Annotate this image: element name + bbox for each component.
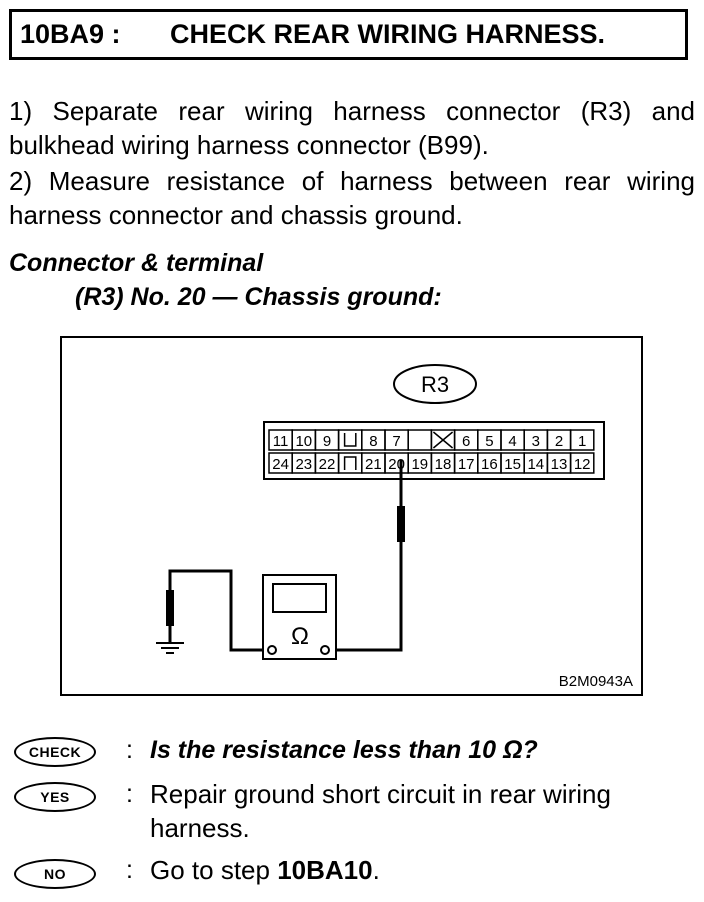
connector-blocked-pin [432,431,454,449]
connector-pin-label: 12 [574,456,591,473]
ohmmeter-terminal-left [267,645,277,655]
connector-pin-label: 6 [462,433,470,450]
connector-pin-cell [569,452,595,474]
connector-pin-cell [569,429,595,451]
instruction-step-2: 2) Measure resistance of harness between… [9,166,695,230]
check-question: Is the resistance less than 10 Ω? [150,736,538,764]
connector-pin-label: 17 [458,456,475,473]
connector-pin-label: 2 [555,433,563,450]
no-text-step: 10BA10 [277,855,373,885]
ohmmeter-terminal-right [320,645,330,655]
ohmmeter-display [272,583,327,613]
connector-pin-label: 22 [319,456,336,473]
no-badge: NO [14,859,96,889]
connector-key-bottom [343,456,357,470]
connector-pin-label: 19 [411,456,428,473]
check-colon: : [126,736,133,764]
connector-pin-label: 15 [504,456,521,473]
connector-pin-label: 23 [295,456,312,473]
spec-label: Connector & terminal [9,249,264,277]
yes-badge: YES [14,782,96,812]
connector-pin-label: 11 [273,433,289,450]
connector-pin-label: 16 [481,456,498,473]
connector-pin-label: 13 [551,456,568,473]
yes-text-line1: Repair ground short circuit in rear wiri… [150,779,611,809]
check-badge: CHECK [14,737,96,767]
connector-pin-label: 18 [435,456,452,473]
connector-pin-cell [337,429,363,451]
connector-body [263,421,605,480]
connector-probe [397,506,405,542]
connector-pin-label: 3 [532,433,540,450]
connector-pin-label: 10 [295,433,312,450]
connector-label: R3 [421,372,449,397]
no-text-suffix: . [372,855,380,885]
ground-probe [166,590,174,626]
connector-pin-label: 8 [369,433,377,450]
connector-pin-label: 4 [508,433,516,450]
no-colon: : [126,856,133,884]
connector-pin-cell [407,429,433,451]
step-title: CHECK REAR WIRING HARNESS. [170,19,606,49]
connector-pin-label: 21 [365,456,382,473]
connector-pin-label: 24 [272,456,289,473]
connector-key-top [343,433,357,447]
no-text-prefix: Go to step [150,855,278,885]
no-text: Go to step 10BA10. [150,853,380,887]
spec-value: (R3) No. 20 — Chassis ground: [75,283,442,311]
step-code: 10BA9 : [20,19,121,49]
connector-label-oval [393,364,477,404]
ohmmeter-body [262,574,337,660]
connector-pin-label: 5 [485,433,493,450]
yes-colon: : [126,780,133,808]
step-header: 10BA9 : CHECK REAR WIRING HARNESS. [9,9,688,60]
figure-id: B2M0943A [556,673,635,690]
connector-pin-label: 9 [323,433,331,450]
yes-text-line2: harness. [150,813,250,843]
connector-pin-label: 1 [578,433,586,450]
connector-pin-cell [337,452,363,474]
ohmmeter-symbol: Ω [291,623,309,650]
instruction-step-1: 1) Separate rear wiring harness connecto… [9,96,695,160]
connector-pin-label: 7 [392,433,400,450]
connector-pin-label: 14 [527,456,544,473]
ground-wire [168,569,264,652]
